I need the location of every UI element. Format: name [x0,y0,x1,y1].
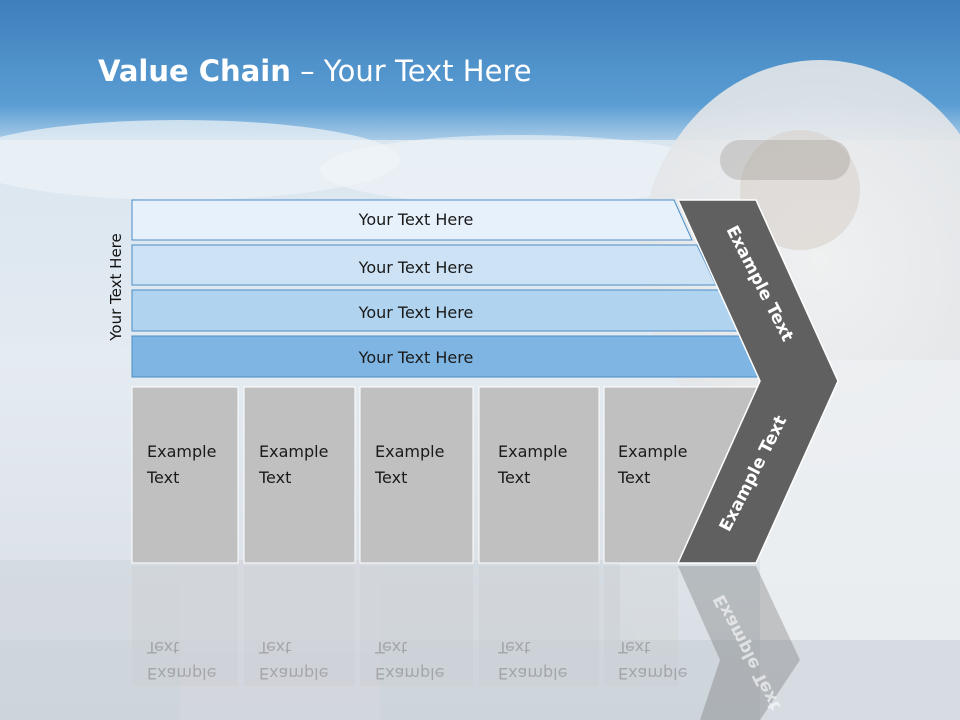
box-reflections [132,566,678,686]
title-rest: – Your Text Here [290,54,532,88]
bar-4: Your Text Here [131,335,764,378]
title-bold: Value Chain [98,54,291,88]
bar-2-label: Your Text Here [358,258,474,277]
chevron [676,199,839,564]
slide-title: Value Chain – Your Text Here [98,54,532,88]
bar-3: Your Text Here [131,289,740,332]
bar-2: Your Text Here [131,244,717,286]
bar-1-label: Your Text Here [358,210,474,229]
box-1 [131,386,239,564]
box-3 [359,386,474,564]
bar-4-label: Your Text Here [358,348,474,367]
bar-3-label: Your Text Here [358,303,474,322]
box-2 [243,386,356,564]
chevron-reflection [678,566,800,720]
bar-1: Your Text Here [131,199,693,241]
box-4 [478,386,600,564]
